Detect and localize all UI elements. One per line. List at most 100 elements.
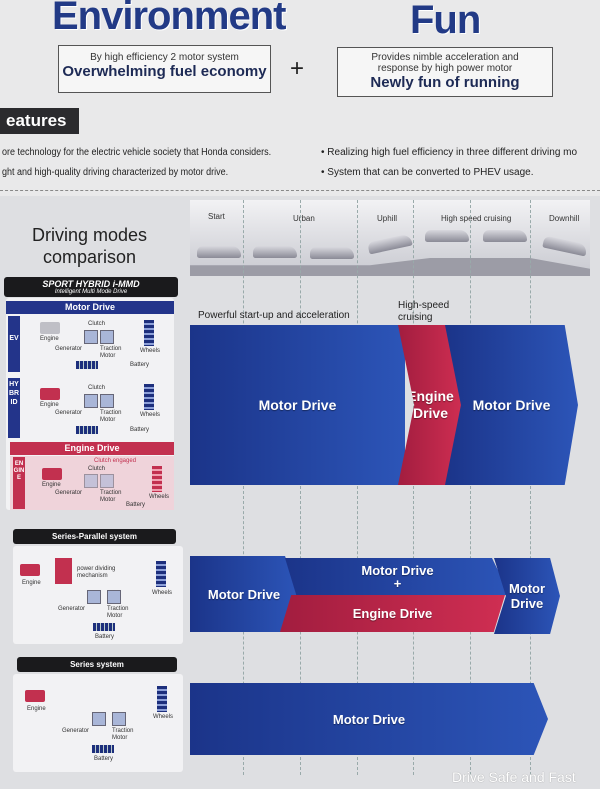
grid-line [243, 200, 244, 775]
grid-line [530, 200, 531, 775]
feature-line: ore technology for the electric vehicle … [2, 147, 272, 158]
comparison-title: Driving modes comparison [31, 225, 148, 267]
part-label: Battery [95, 634, 115, 640]
traction-motor-icon [100, 330, 114, 344]
immd-motor-drive-band: Motor Drive [190, 325, 405, 485]
fuel-economy-box: By high efficiency 2 motor system Overwh… [58, 45, 271, 93]
immd-logo: SPORT HYBRID i-MMD [42, 278, 140, 289]
scene-high-speed: High speed cruising [441, 214, 512, 223]
engine-icon [40, 388, 60, 400]
traction-motor-icon [112, 712, 126, 726]
plus-label: + [393, 575, 402, 591]
part-label: Generator [58, 606, 86, 612]
engine-icon [40, 322, 60, 334]
power-dividing-icon [55, 558, 72, 584]
part-label: Clutch [88, 321, 106, 327]
wheels-icon [144, 384, 154, 410]
immd-motor-drive-band: Motor Drive [445, 325, 578, 485]
fun-running-box: Provides nimble acceleration and respons… [337, 47, 553, 97]
mode-engine: ENGINE [13, 457, 25, 509]
immd-logo-bar: SPORT HYBRID i-MMD Intelligent Multi Mod… [4, 277, 178, 297]
series-motor-drive-band: Motor Drive [190, 683, 548, 755]
phase-label: High-speed cruising [398, 300, 450, 323]
scene-uphill: Uphill [377, 214, 398, 223]
scene-start: Start [208, 212, 225, 221]
car-icon [253, 246, 297, 258]
car-icon [197, 246, 241, 258]
box-main: Newly fun of running [370, 74, 520, 91]
mode-hybrid: HYBRID [8, 378, 20, 438]
engine-icon [20, 564, 40, 576]
part-label: Battery [130, 427, 150, 433]
engine-icon [25, 690, 45, 702]
immd-tagline: Intelligent Multi Mode Drive [54, 288, 128, 295]
feature-line: ght and high-quality driving characteriz… [2, 167, 229, 178]
part-label: Clutch [88, 385, 106, 391]
part-label: Generator [55, 490, 83, 496]
sp-motor-drive-top: Motor Drive+ [285, 558, 510, 595]
traction-motor-icon [107, 590, 121, 604]
sp-engine-drive-band: Engine Drive [280, 595, 505, 632]
fun-title: Fun [410, 0, 481, 42]
box-sub: By high efficiency 2 motor system [90, 52, 239, 63]
part-label: Battery [130, 362, 150, 368]
part-label: Engine [42, 482, 61, 488]
battery-icon [93, 623, 115, 631]
part-label: Battery [126, 502, 146, 508]
generator-icon [84, 394, 98, 408]
part-label: Traction Motor [107, 606, 129, 619]
wheels-icon [152, 466, 162, 492]
part-label: Wheels [152, 590, 173, 596]
part-label: Wheels [140, 348, 161, 354]
band-label: Motor Drive [361, 562, 434, 578]
traction-motor-icon [100, 394, 114, 408]
box-sub: Provides nimble acceleration and respons… [371, 52, 519, 74]
part-label: Engine [40, 402, 59, 408]
wheels-icon [156, 561, 166, 587]
wheels-icon [157, 686, 167, 712]
car-icon [425, 230, 469, 242]
engine-drive-heading: Engine Drive [10, 442, 174, 455]
part-label: Wheels [153, 714, 174, 720]
generator-icon [87, 590, 101, 604]
mode-ev: EV [8, 316, 20, 372]
part-label: Traction Motor [100, 410, 122, 423]
part-label: Traction Motor [100, 490, 122, 503]
watermark: Drive Safe and Fast [452, 769, 576, 785]
engine-icon [42, 468, 62, 480]
generator-icon [84, 330, 98, 344]
box-main: Overwhelming fuel economy [62, 63, 267, 80]
part-label: Battery [94, 756, 114, 762]
feature-bullet: • Realizing high fuel efficiency in thre… [321, 147, 578, 158]
battery-icon [92, 745, 114, 753]
grid-line [413, 200, 414, 775]
car-icon [483, 230, 527, 242]
part-label: Engine [22, 580, 41, 586]
environment-title: Environment [52, 0, 286, 38]
part-label: Engine [27, 706, 46, 712]
grid-line [300, 200, 301, 775]
pdm-label: power dividing mechanism [77, 566, 116, 579]
phase-label: Powerful start-up and acceleration [198, 310, 350, 321]
part-label: Traction Motor [112, 728, 134, 741]
traction-motor-icon [100, 474, 114, 488]
motor-drive-heading: Motor Drive [6, 301, 174, 314]
part-label: Generator [55, 346, 83, 352]
features-heading: eatures [0, 108, 79, 134]
grid-line [357, 200, 358, 775]
battery-icon [76, 361, 98, 369]
battery-icon [76, 426, 98, 434]
band-label: Engine Drive [407, 388, 454, 421]
part-label: Wheels [149, 494, 170, 500]
part-label: Engine [40, 336, 59, 342]
series-heading: Series system [17, 657, 177, 672]
part-label: Traction Motor [100, 346, 122, 359]
clutch-engaged-label: Clutch engaged [94, 458, 137, 464]
generator-icon [84, 474, 98, 488]
scene-downhill: Downhill [549, 214, 580, 223]
plus-sign: + [290, 55, 305, 82]
part-label: Generator [55, 410, 83, 416]
sp-motor-drive-band: Motor Drive [190, 556, 298, 632]
part-label: Wheels [140, 412, 161, 418]
grid-line [470, 200, 471, 775]
